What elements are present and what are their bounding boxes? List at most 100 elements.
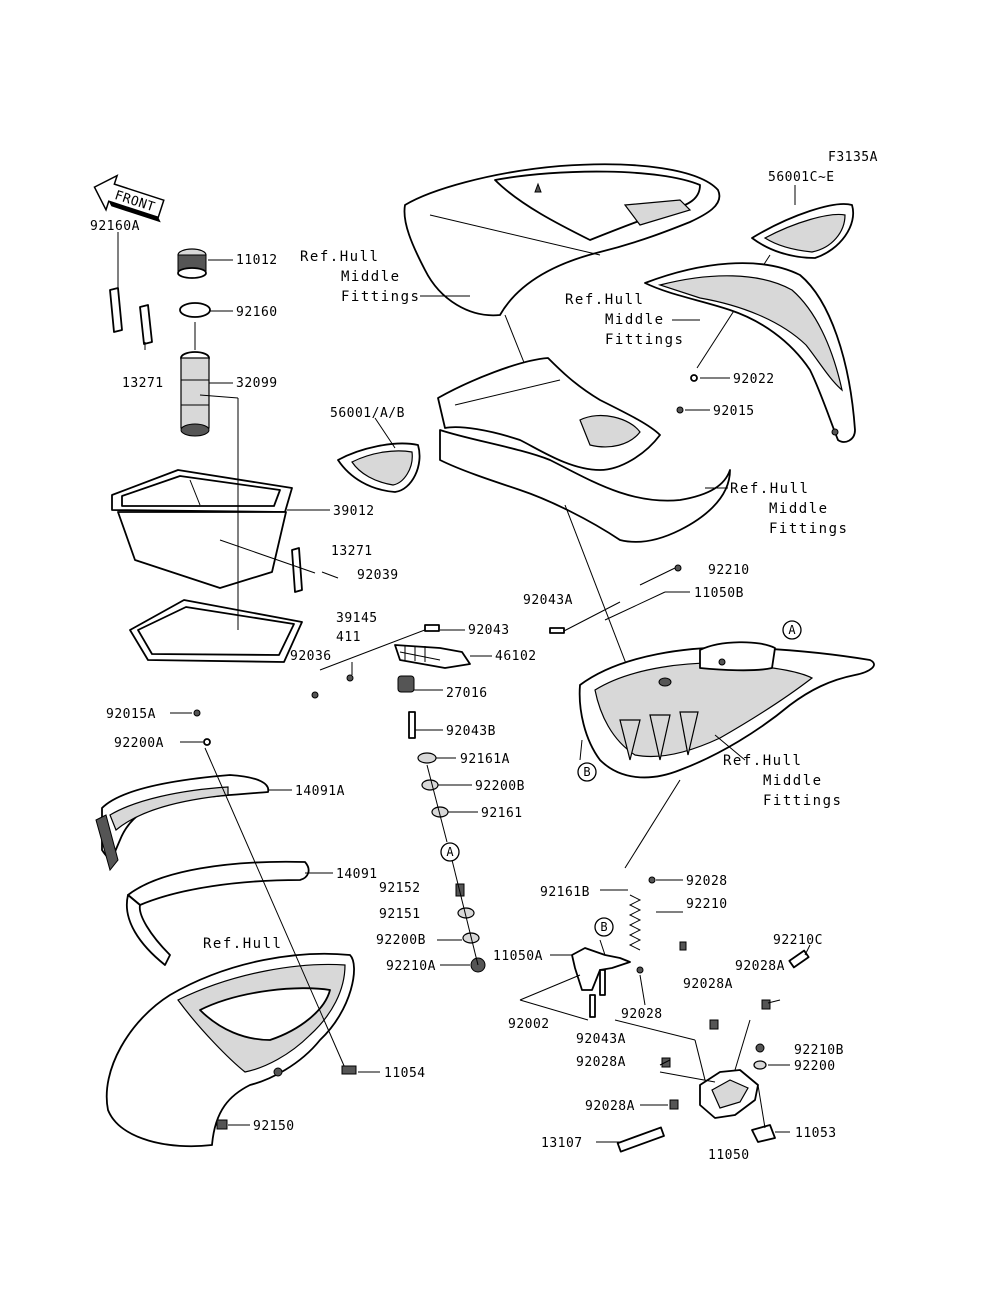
svg-text:B: B	[583, 765, 590, 779]
part-11050A-bracket	[550, 939, 631, 991]
ref-hull-label: Ref.Hull	[203, 936, 282, 952]
svg-text:Middle: Middle	[763, 773, 823, 789]
label-92161: 92161	[481, 806, 523, 821]
label-92200: 92200	[794, 1059, 836, 1074]
svg-text:Ref.Hull: Ref.Hull	[723, 753, 802, 769]
label-11050: 11050	[708, 1148, 750, 1163]
marker-A-center: A	[440, 842, 460, 862]
part-56001AB	[337, 417, 421, 493]
part-46102-bracket	[394, 644, 471, 669]
label-92160: 92160	[236, 305, 278, 320]
svg-text:Middle: Middle	[605, 312, 665, 328]
svg-text:Middle: Middle	[341, 269, 401, 285]
label-92002: 92002	[508, 1017, 550, 1032]
part-11053-plate	[751, 1124, 776, 1143]
part-tray-gasket	[129, 599, 303, 663]
part-ref-hull-front	[105, 952, 355, 1148]
label-92028A-2: 92028A	[683, 977, 733, 992]
label-92210B: 92210B	[794, 1043, 844, 1058]
label-11054: 11054	[384, 1066, 426, 1081]
part-13107-pin	[616, 1126, 665, 1153]
label-92028: 92028	[686, 874, 728, 889]
label-46102: 46102	[495, 649, 537, 664]
deck-leader-lines	[420, 295, 526, 366]
svg-text:A: A	[446, 845, 454, 859]
label-92150: 92150	[253, 1119, 295, 1134]
part-13271-strip-b	[291, 547, 303, 593]
part-92028A-low	[669, 1099, 679, 1110]
part-92036	[311, 691, 319, 699]
part-92043A-bolt-2	[599, 969, 606, 996]
label-92028A-4: 92028A	[585, 1099, 635, 1114]
label-32099: 32099	[236, 376, 278, 391]
label-92043A: 92043A	[523, 593, 573, 608]
part-39012-tray	[111, 469, 293, 589]
part-92028-mid	[636, 966, 644, 974]
label-14091: 14091	[336, 867, 378, 882]
part-92161B-spring	[628, 894, 642, 951]
center-leader-lines	[414, 629, 492, 966]
label-39145: 39145	[336, 611, 378, 626]
label-92210A: 92210A	[386, 959, 436, 974]
label-92036: 92036	[290, 649, 332, 664]
label-14091A: 14091A	[295, 784, 345, 799]
part-deck-top	[403, 163, 721, 317]
right-top-fasteners	[672, 319, 730, 414]
label-11050B: 11050B	[694, 586, 744, 601]
label-92043B: 92043B	[446, 724, 496, 739]
part-92002-bolt	[589, 994, 596, 1018]
part-13271-strip	[139, 304, 153, 345]
marker-A-top-right: A	[782, 620, 802, 640]
label-56001AB: 56001/A/B	[330, 406, 405, 421]
label-92161A: 92161A	[460, 752, 510, 767]
label-92015: 92015	[713, 404, 755, 419]
part-92161A-washer	[417, 752, 437, 764]
ref-hull-middle-fittings-2: Ref.Hull Middle Fittings	[565, 292, 684, 348]
label-92028A-3: 92028A	[735, 959, 785, 974]
label-92015A: 92015A	[106, 707, 156, 722]
label-92043: 92043	[468, 623, 510, 638]
svg-text:Ref.Hull: Ref.Hull	[565, 292, 644, 308]
label-11053: 11053	[795, 1126, 837, 1141]
part-92028-upper	[648, 876, 656, 884]
part-92152	[455, 883, 465, 897]
part-92200B-washer	[421, 779, 439, 791]
label-56001CE: 56001C~E	[768, 170, 835, 185]
part-411	[346, 674, 354, 682]
label-92043A-2: 92043A	[576, 1032, 626, 1047]
label-13107: 13107	[541, 1136, 583, 1151]
part-92043-pin	[424, 624, 440, 632]
label-92152: 92152	[379, 881, 421, 896]
label-11050A: 11050A	[493, 949, 543, 964]
svg-text:A: A	[788, 623, 796, 637]
part-hull-middle	[437, 357, 731, 701]
svg-text:Ref.Hull: Ref.Hull	[730, 481, 809, 497]
latch-leader-lines	[519, 879, 811, 1143]
label-92200B-2: 92200B	[376, 933, 426, 948]
part-92039-screw	[321, 571, 339, 579]
part-27016-knob	[397, 675, 415, 693]
label-92200A: 92200A	[114, 736, 164, 751]
part-hull-lower	[578, 641, 875, 779]
svg-text:Fittings: Fittings	[605, 332, 684, 348]
label-411: 411	[336, 630, 361, 645]
label-13271: 13271	[122, 376, 164, 391]
svg-text:Middle: Middle	[769, 501, 829, 517]
ref-hull-middle-fittings-3: Ref.Hull Middle Fittings	[730, 481, 847, 537]
label-92028-b: 92028	[621, 1007, 663, 1022]
left-hull-leader-lines	[170, 709, 380, 1130]
svg-text:Fittings: Fittings	[763, 793, 842, 809]
label-92200B: 92200B	[475, 779, 525, 794]
marker-B-bottom: B	[594, 917, 614, 937]
ref-hull-middle-fittings-4: Ref.Hull Middle Fittings	[723, 753, 842, 809]
part-92043B-bolt	[408, 711, 416, 739]
label-92161B: 92161B	[540, 885, 590, 900]
part-11012-cap	[177, 248, 207, 279]
part-14091A-cover	[95, 774, 270, 872]
part-92200-washer	[753, 1060, 767, 1070]
part-92028A-mid	[709, 1019, 719, 1030]
label-13271-b: 13271	[331, 544, 373, 559]
label-92160A: 92160A	[90, 219, 140, 234]
figure-code: F3135A	[828, 150, 878, 165]
label-92210: 92210	[708, 563, 750, 578]
